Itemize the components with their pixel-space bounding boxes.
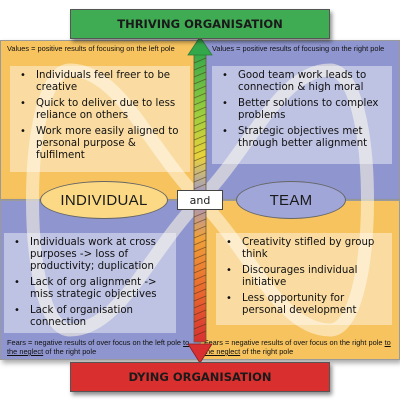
list-item: •Lack of org alignment -> miss strategic… [14, 277, 157, 300]
individual-pole: INDIVIDUAL [40, 181, 168, 219]
fears-right-caption: Fears = negative results of over focus o… [204, 338, 391, 356]
values-left-caption: Values = positive results of focusing on… [7, 44, 175, 53]
list-item: •Quick to deliver due to less reliance o… [20, 98, 176, 121]
list-item: •Individuals feel freer to be creative [20, 70, 171, 93]
dying-banner: DYING ORGANISATION [70, 362, 330, 392]
list-item: •Less opportunity for personal developme… [226, 293, 357, 316]
list-item: •Individuals work at cross purposes -> l… [14, 237, 156, 272]
list-item: •Good team work leads to connection & hi… [222, 70, 367, 93]
team-pole: TEAM [236, 181, 346, 219]
list-item: •Lack of organisation connection [14, 305, 134, 328]
list-item: •Discourages individual initiative [226, 265, 358, 288]
fears-left-caption: Fears = negative results of over focus o… [7, 338, 190, 356]
and-connector: and [177, 190, 223, 210]
values-right-caption: Values = positive results of focusing on… [212, 44, 385, 53]
right-fears-panel: •Creativity stifled by group think •Disc… [216, 233, 392, 325]
thriving-banner: THRIVING ORGANISATION [70, 9, 330, 39]
right-values-panel: •Good team work leads to connection & hi… [212, 66, 392, 164]
list-item: •Creativity stifled by group think [226, 237, 375, 260]
left-values-panel: •Individuals feel freer to be creative •… [10, 66, 190, 172]
list-item: •Better solutions to complex problems [222, 98, 379, 121]
list-item: •Work more easily aligned to personal pu… [20, 126, 179, 161]
list-item: •Strategic objectives met through better… [222, 126, 368, 149]
left-fears-panel: •Individuals work at cross purposes -> l… [4, 233, 176, 333]
